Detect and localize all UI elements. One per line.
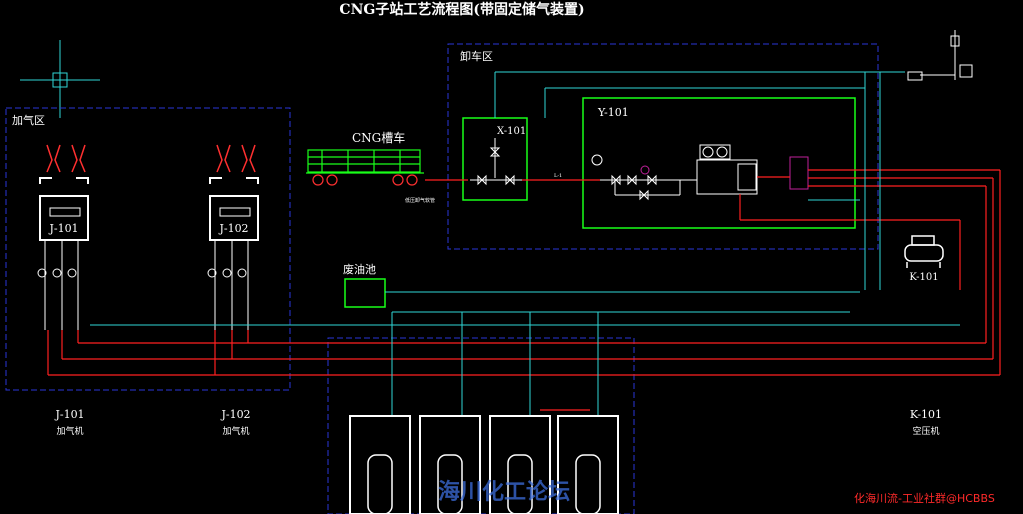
k101-tag: K-101	[909, 272, 938, 283]
unloading-area-boundary	[447, 43, 879, 250]
cng-tanker	[306, 149, 424, 174]
refueling-area-label: 加气区	[12, 113, 45, 127]
crosshair-symbol	[20, 40, 100, 118]
utility-lines	[90, 71, 960, 415]
tanker-wheels	[312, 174, 418, 186]
bottom-k101-tag: K-101	[910, 408, 942, 421]
y101-box	[582, 97, 856, 229]
bottom-k101-name: 空压机	[912, 425, 939, 437]
storage-area-boundary	[327, 337, 635, 514]
bottom-j101-name: 加气机	[56, 425, 83, 437]
waste-oil-box	[344, 278, 386, 308]
line-l1-label: L-1	[554, 173, 562, 179]
j102-tag: J-102	[218, 222, 248, 235]
y101-tag: Y-101	[597, 106, 629, 119]
process-lines	[47, 169, 1001, 411]
center-watermark: 海川化工论坛	[438, 480, 571, 505]
y101-valves	[600, 174, 697, 201]
unloading-area-label: 卸车区	[460, 49, 493, 63]
x101-internals	[470, 138, 522, 186]
bottom-j102-tag: J-102	[220, 408, 250, 421]
bottom-j102-name: 加气机	[222, 425, 249, 437]
j101-tag: J-101	[48, 222, 78, 235]
tanker-label: CNG槽车	[352, 130, 405, 145]
vent-stack	[907, 30, 973, 81]
diagram-title: CNG子站工艺流程图(带固定储气装置)	[339, 1, 584, 18]
storage-cylinders	[349, 415, 619, 514]
bottom-j101-tag: J-101	[54, 408, 84, 421]
dispenser-j101	[39, 144, 89, 241]
air-compressor-k101	[904, 235, 944, 268]
dispenser-j102	[209, 144, 259, 241]
hose-label: 低压卸气软管	[405, 197, 435, 204]
dispenser-instruments	[37, 240, 249, 330]
corner-watermark: 化海川流-工业社群@HCBBS	[854, 492, 995, 505]
refueling-area-boundary	[5, 107, 291, 391]
waste-oil-label: 废油池	[343, 262, 376, 276]
x101-tag: X-101	[497, 126, 526, 137]
